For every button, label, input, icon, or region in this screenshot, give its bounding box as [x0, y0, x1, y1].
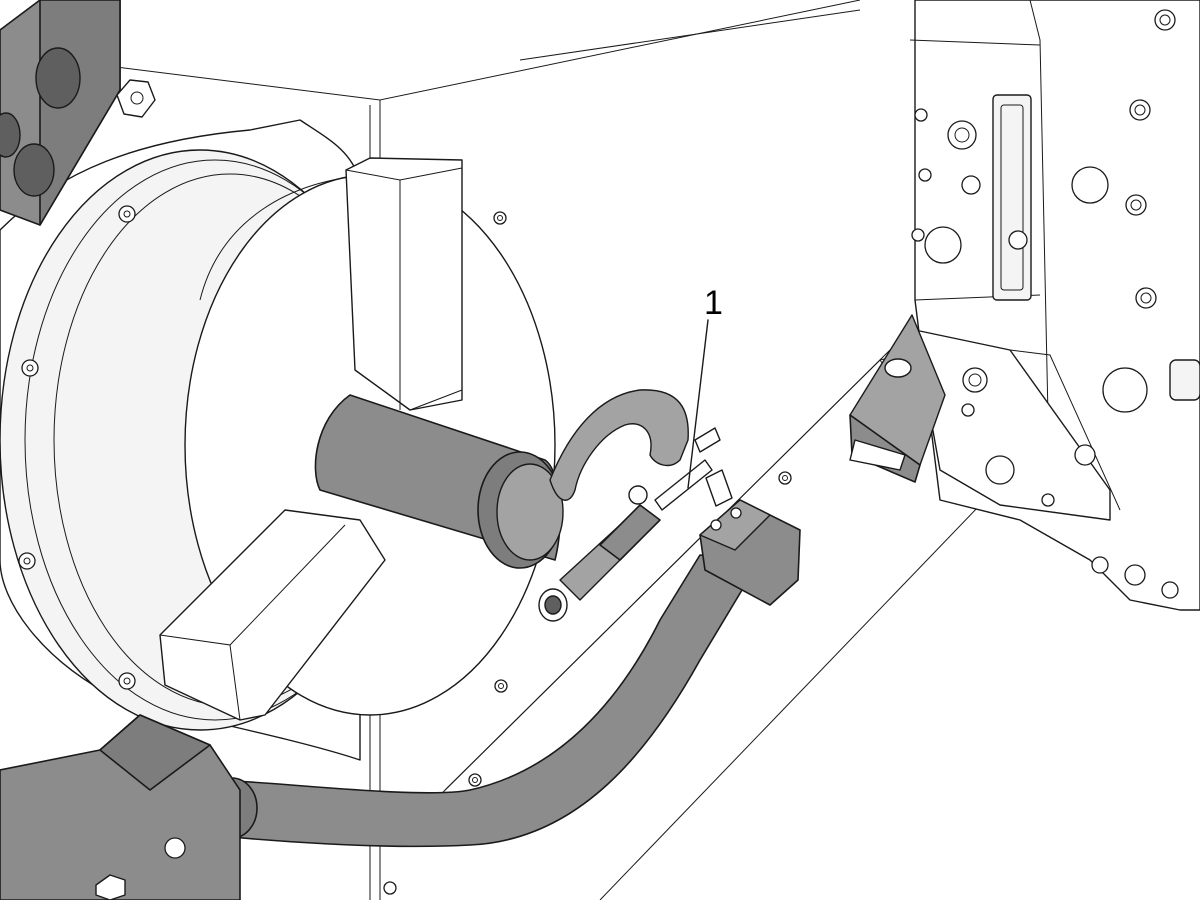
- turret: [909, 0, 1200, 611]
- workpiece: [314, 394, 564, 569]
- tool-holder: [849, 314, 946, 483]
- micrometer: [538, 389, 721, 622]
- callout-1-label: 1: [704, 284, 723, 322]
- holder-arm: [206, 469, 801, 848]
- callout-1-leader-line: [687, 319, 709, 489]
- upper-left-block: [0, 0, 156, 226]
- chuck-jaw-top: [345, 157, 463, 411]
- callout-1: 1: [687, 284, 723, 489]
- chuck-jaw-bottom: [159, 509, 386, 721]
- lower-left-base: [0, 714, 241, 901]
